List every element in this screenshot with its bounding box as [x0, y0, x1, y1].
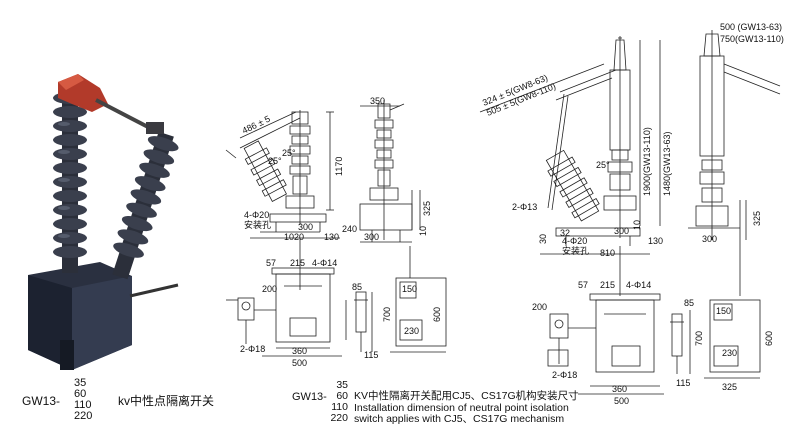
dim-600-right: 600: [764, 331, 774, 346]
drawing-caption: GW13- 35 60 110 220 KV中性隔离开关配用CJ5、CS17G机…: [292, 379, 622, 430]
voltage-110: 110: [331, 401, 348, 413]
photo-caption: GW13- 35 60 110 220 kv中性点隔离开关: [22, 377, 222, 428]
drawing-caption-code: GW13-: [292, 391, 327, 403]
caption-line-en-2: switch applies with CJ5、CS17G mechanism: [354, 413, 565, 425]
dim-300-side: 300: [364, 232, 379, 242]
dim-10-right: 10: [632, 220, 642, 230]
dim-215: 215: [290, 258, 305, 268]
dim-500-right: 500: [614, 396, 629, 406]
holes-4-phi14: 4-Φ14: [312, 258, 337, 268]
dim-10: 10: [418, 226, 428, 236]
dim-486: 486 ± 5: [240, 114, 271, 136]
dim-1170: 1170: [334, 157, 344, 176]
left-technical-drawing: [225, 100, 447, 357]
dim-1480-gw13-63: 1480(GW13-63): [662, 131, 672, 196]
caption-line-cn: KV中性隔离开关配用CJ5、CS17G机构安装尺寸: [354, 390, 579, 402]
dim-1020: 1020: [284, 232, 304, 242]
dim-1900-gw13-110: 1900(GW13-110): [642, 127, 652, 196]
dim-360: 360: [292, 346, 307, 356]
dim-750-gw13-110: 750(GW13-110): [720, 34, 784, 44]
drawing-caption-voltages: 35 60 110 220: [324, 379, 348, 424]
dim-500: 500: [292, 358, 307, 368]
right-technical-drawing: [479, 30, 781, 395]
voltage-220: 220: [330, 412, 348, 424]
voltage-220: 220: [74, 410, 93, 422]
holes-label-right: 安装孔: [562, 245, 589, 256]
dim-130-right: 130: [648, 236, 663, 246]
dim-150-right: 150: [716, 306, 731, 316]
dim-130: 130: [324, 232, 339, 242]
dim-57-right: 57: [578, 280, 588, 290]
holes-4-phi20-right: 4-Φ20: [562, 236, 587, 246]
dim-230-right: 230: [722, 348, 737, 358]
dim-300-side-right: 300: [702, 234, 717, 244]
dim-32: 32: [560, 228, 570, 238]
dim-700: 700: [382, 307, 392, 322]
holes-4-phi20: 4-Φ20: [244, 210, 269, 220]
dim-600: 600: [432, 307, 442, 322]
dim-2-phi13: 2-Φ13: [512, 202, 537, 212]
dim-300: 300: [298, 222, 313, 232]
holes-4-phi14-right: 4-Φ14: [626, 280, 651, 290]
dim-360-right: 360: [612, 384, 627, 394]
switch-photo: [28, 74, 179, 370]
dim-230: 230: [404, 326, 419, 336]
dim-810: 810: [600, 248, 615, 258]
dim-215-right: 215: [600, 280, 615, 290]
dim-350: 350: [370, 96, 385, 106]
dim-325: 325: [422, 201, 432, 216]
dim-85: 85: [352, 282, 362, 292]
dim-325b-right: 325: [722, 382, 737, 392]
dim-700-right: 700: [694, 331, 704, 346]
right-drawing-labels: 324 ± 5(GW8-63) 505 ± 5(GW8-110) 500 (GW…: [481, 22, 784, 406]
dim-57: 57: [266, 258, 276, 268]
dim-25-b: 25°: [282, 148, 296, 158]
dim-200: 200: [262, 284, 277, 294]
voltage-110: 110: [74, 399, 92, 411]
dim-30: 30: [538, 234, 548, 244]
dim-115-right: 115: [676, 378, 690, 388]
caption-line-en-1: Installation dimension of neutral point …: [354, 401, 569, 414]
dim-325-right: 325: [752, 211, 762, 226]
voltage-35: 35: [74, 377, 87, 389]
photo-caption-label: kv中性点隔离开关: [118, 394, 215, 408]
dim-85-right: 85: [684, 298, 694, 308]
voltage-60: 60: [336, 390, 348, 402]
dim-2-phi18-right: 2-Φ18: [552, 370, 577, 380]
dim-25-right: 25°: [596, 160, 610, 170]
dim-500-gw13-63: 500 (GW13-63): [720, 22, 782, 32]
dim-240: 240: [342, 224, 357, 234]
drawing-caption-lines: KV中性隔离开关配用CJ5、CS17G机构安装尺寸 Installation d…: [354, 391, 579, 426]
dim-2-phi18: 2-Φ18: [240, 344, 265, 354]
dim-150: 150: [402, 284, 417, 294]
photo-caption-code: GW13-: [22, 394, 61, 408]
dim-115: 115: [364, 350, 378, 360]
voltage-60: 60: [74, 388, 87, 400]
dim-300-right: 300: [614, 226, 629, 236]
photo-caption-voltages: 35 60 110 220: [74, 377, 93, 422]
dim-200-right: 200: [532, 302, 547, 312]
holes-label: 安装孔: [244, 219, 271, 230]
voltage-35: 35: [336, 379, 348, 391]
dim-25-a: 25°: [268, 156, 282, 166]
